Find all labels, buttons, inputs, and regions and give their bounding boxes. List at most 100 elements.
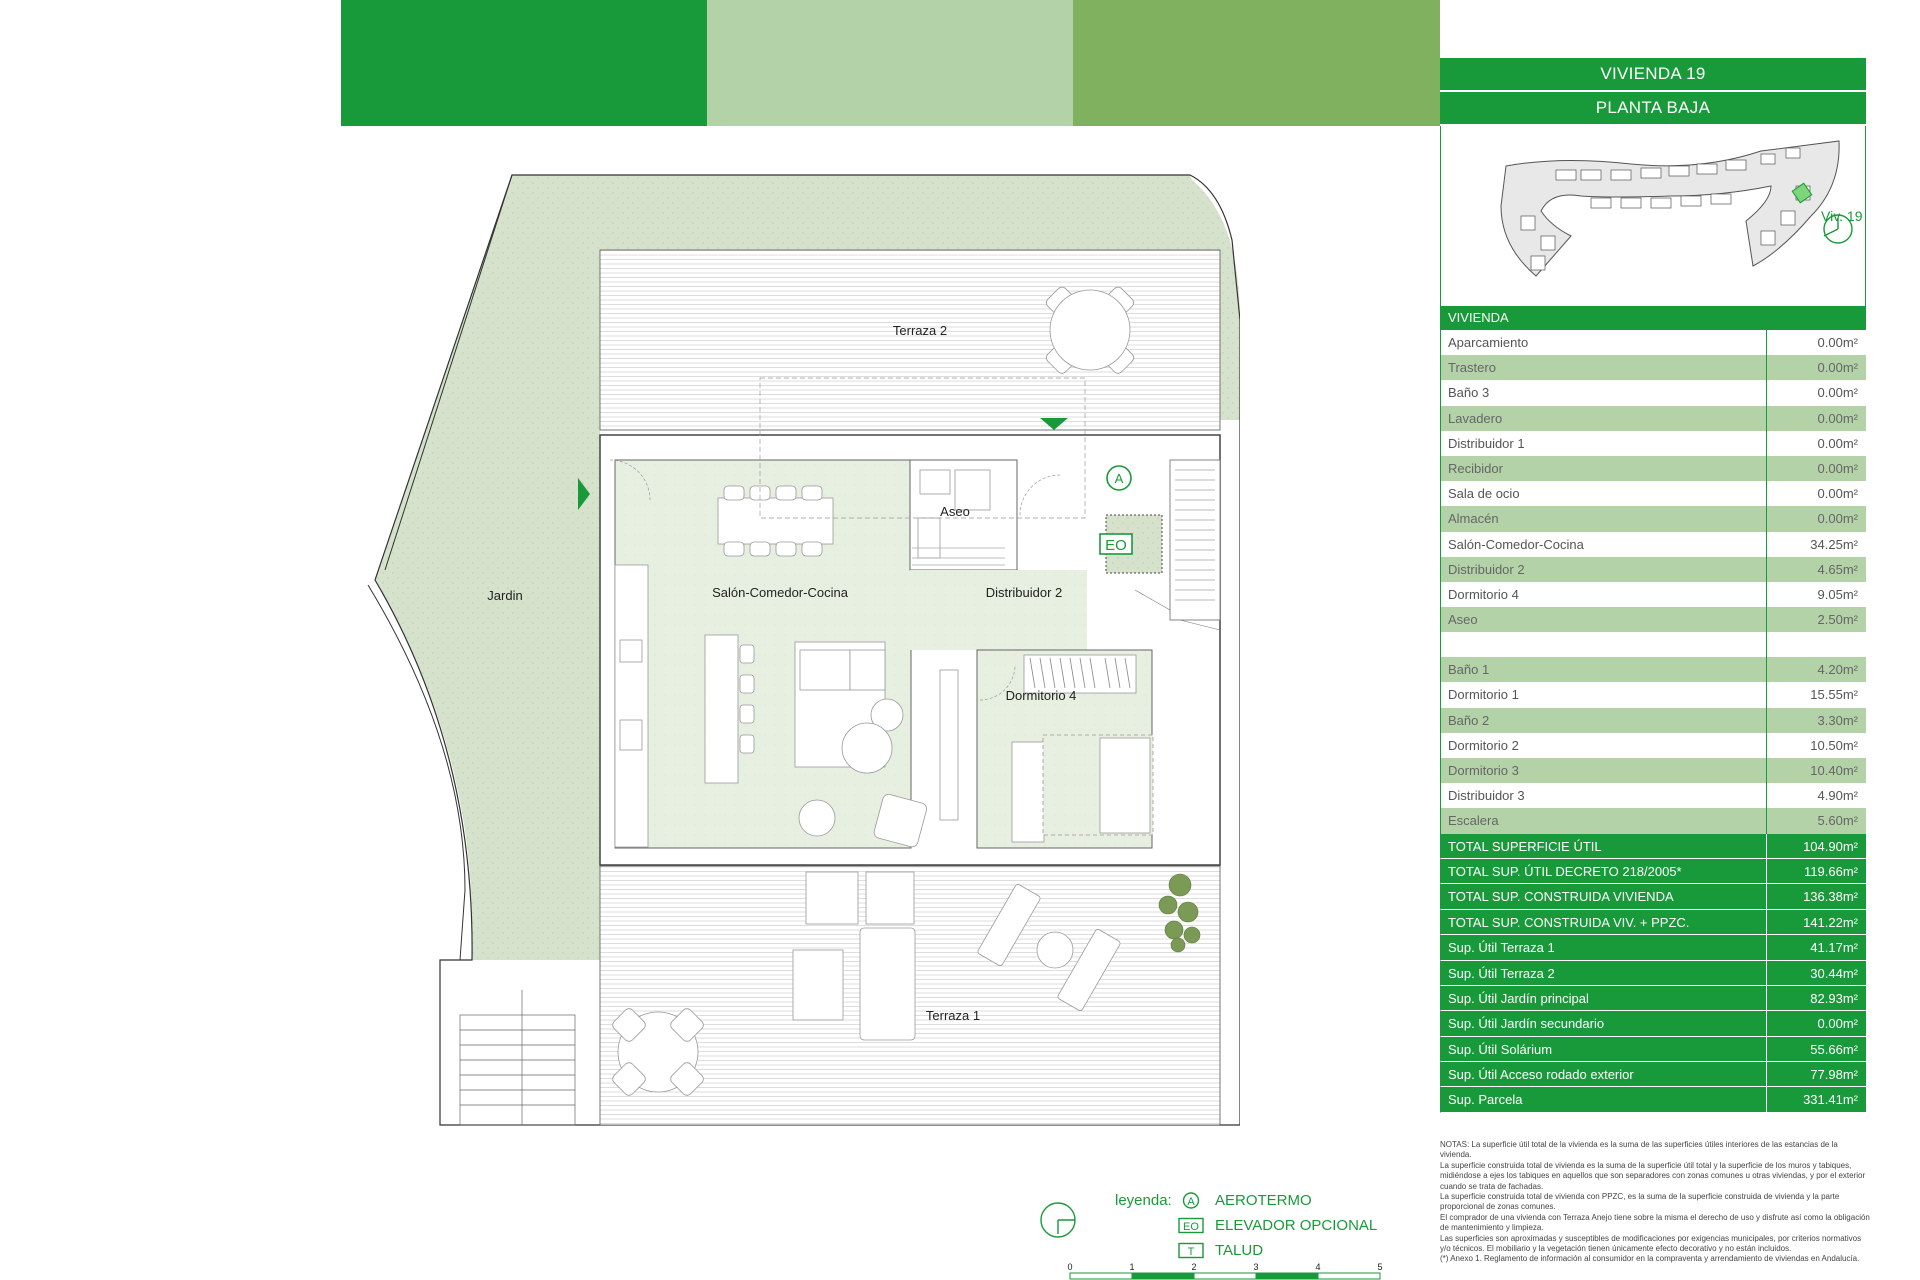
table-row-label: Baño 1 xyxy=(1448,662,1490,678)
table-row-label: Sup. Útil Solárium xyxy=(1448,1041,1553,1057)
table-row-value: 119.66m² xyxy=(1766,858,1866,884)
table-row-label: Dormitorio 4 xyxy=(1448,586,1519,602)
plot-outline-inner xyxy=(367,174,600,961)
table-row-label: Sup. Útil Acceso rodado exterior xyxy=(1448,1067,1634,1083)
table-row-value: 10.40m² xyxy=(1766,758,1866,784)
terraza1-furniture xyxy=(612,871,1121,1096)
table-row-value: 30.44m² xyxy=(1766,960,1866,985)
scale-segment xyxy=(1131,1272,1195,1280)
table-row-value: 9.05m² xyxy=(1766,581,1866,608)
table-row-label: Sup. Parcela xyxy=(1448,1092,1523,1108)
label-aseo: Aseo xyxy=(940,504,970,519)
elevador-symbol-text: EO xyxy=(1105,537,1127,554)
table-row-label: Aseo xyxy=(1448,612,1478,628)
table-header: VIVIENDA xyxy=(1440,306,1866,330)
note-paragraph: La superficie construida total de vivien… xyxy=(1440,1160,1866,1191)
note-paragraph: Las superficies son aproximadas y suscep… xyxy=(1440,1233,1862,1254)
label-jardin: Jardin xyxy=(487,588,522,603)
table-row: TOTAL SUPERFICIE ÚTIL 104.90m² xyxy=(1440,833,1866,859)
table-row-value: 141.22m² xyxy=(1766,909,1866,935)
notes-block: NOTAS: La superficie útil total de la vi… xyxy=(1440,1140,1870,1265)
table-header-label: VIVIENDA xyxy=(1448,310,1509,325)
legend-elevador: ELEVADOR OPCIONAL xyxy=(1215,1217,1378,1234)
plant xyxy=(1158,873,1201,953)
label-dormitorio4: Dormitorio 4 xyxy=(1006,688,1077,703)
unit-title: VIVIENDA 19 xyxy=(1440,58,1866,90)
scale-tick-label: 3 xyxy=(1253,1262,1258,1272)
table-row-label: Baño 3 xyxy=(1448,385,1490,401)
scale-segment xyxy=(1255,1272,1319,1280)
label-salon: Salón-Comedor-Cocina xyxy=(712,585,849,600)
table-row-value: 0.00m² xyxy=(1766,481,1866,507)
legend-title: leyenda: xyxy=(1115,1192,1172,1209)
note-paragraph: (*) Anexo 1. Reglamento de información a… xyxy=(1440,1254,1860,1264)
table-row-value: 104.90m² xyxy=(1766,833,1866,858)
table-row-label: Lavadero xyxy=(1448,410,1503,426)
header-band-dark-green xyxy=(341,0,707,126)
table-row-value: 4.20m² xyxy=(1766,657,1866,683)
table-row-label: Distribuidor 1 xyxy=(1448,435,1525,451)
svg-text:A: A xyxy=(1187,1196,1195,1208)
table-row-label: Recibidor xyxy=(1448,460,1503,476)
terraza2-table xyxy=(1045,286,1135,374)
table-row-value: 4.90m² xyxy=(1766,783,1866,809)
header-band-mid-green xyxy=(1073,0,1440,126)
legend-aerotermo-icon: A xyxy=(1182,1192,1200,1209)
table-row: TOTAL SUP. CONSTRUIDA VIV. + PPZC.141.22… xyxy=(1440,909,1866,936)
header-band-light-green xyxy=(707,0,1073,126)
viv19-marker xyxy=(1791,182,1813,204)
table-row-label: Sala de ocio xyxy=(1448,486,1520,502)
kitchen-island xyxy=(704,634,755,784)
table-row-label: Aparcamiento xyxy=(1448,335,1529,350)
table-row-label: Salón-Comedor-Cocina xyxy=(1448,536,1584,552)
table-spacer-row xyxy=(1440,632,1866,658)
legend: leyenda: A AEROTERMO EO ELEVADOR OPCIONA… xyxy=(1115,1192,1415,1262)
table-row-label: Sup. Útil Terraza 2 xyxy=(1448,965,1555,981)
legend-talud: TALUD xyxy=(1215,1242,1264,1259)
table-row-value: 0.00m² xyxy=(1766,330,1866,356)
floor-title: PLANTA BAJA xyxy=(1440,92,1866,124)
table-row-label: Escalera xyxy=(1448,813,1499,829)
table-row-label: Distribuidor 2 xyxy=(1448,561,1525,577)
door-arcs xyxy=(609,459,1061,701)
table-row-label: Trastero xyxy=(1448,360,1496,376)
lower-stairs xyxy=(459,990,576,1126)
scale-tick-label: 4 xyxy=(1315,1262,1320,1272)
aseo-fixtures xyxy=(912,469,1005,566)
terraza2-canopy xyxy=(759,377,1086,519)
table-row-label: TOTAL SUPERFICIE ÚTIL xyxy=(1448,838,1602,854)
table-row: Baño 1 4.20m² xyxy=(1440,657,1866,683)
table-row: Sup. Útil Terraza 2 30.44m² xyxy=(1440,960,1866,986)
table-row-label: Almacén xyxy=(1448,511,1499,527)
note-paragraph: El comprador de una vivienda con Terraza… xyxy=(1440,1212,1870,1233)
entrance-arrow-left xyxy=(578,478,590,510)
table-row-value: 0.00m² xyxy=(1766,1011,1866,1036)
site-key-map: Viv. 19 xyxy=(1440,126,1866,306)
svg-text:T: T xyxy=(1188,1246,1195,1258)
distribuidor-floor xyxy=(910,570,1087,650)
table-row-value: 10.50m² xyxy=(1766,732,1866,758)
table-row-label: TOTAL SUP. ÚTIL DECRETO 218/2005* xyxy=(1448,863,1682,879)
table-row-value: 136.38m² xyxy=(1766,884,1866,909)
elevador-symbol xyxy=(1099,533,1133,555)
table-row: Sup. Parcela 331.41m² xyxy=(1440,1087,1866,1113)
table-row-value: 15.55m² xyxy=(1766,682,1866,708)
table-row: TOTAL SUP. ÚTIL DECRETO 218/2005* 119.66m… xyxy=(1440,858,1866,885)
label-terraza2: Terraza 2 xyxy=(893,323,947,338)
table-row-label: Baño 2 xyxy=(1448,712,1490,728)
table-row-value: 331.41m² xyxy=(1766,1087,1866,1112)
